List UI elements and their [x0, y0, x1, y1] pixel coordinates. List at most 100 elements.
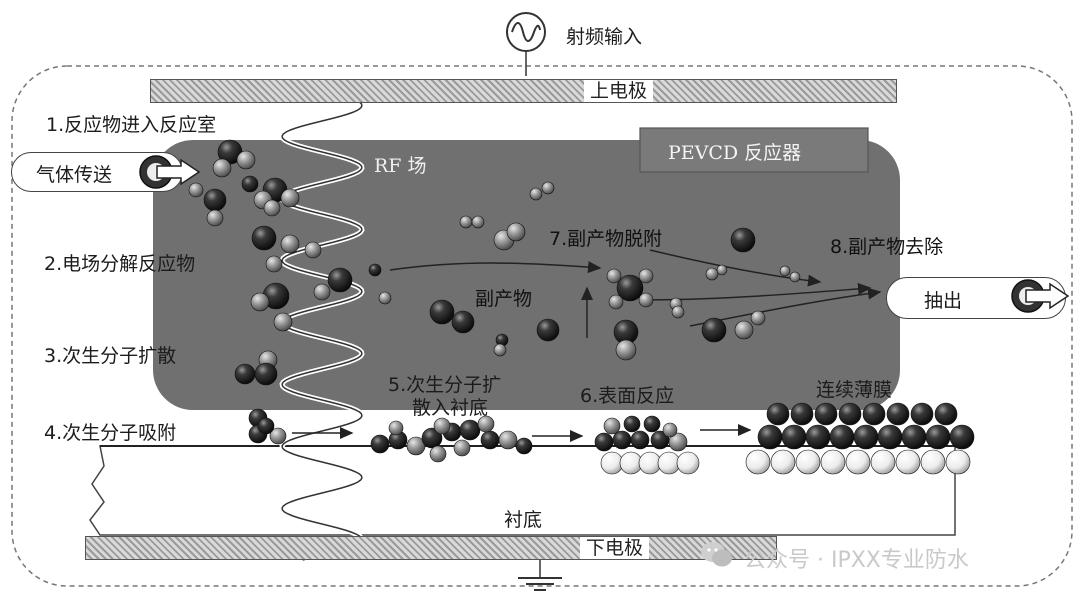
substrate-atom: [870, 449, 896, 475]
reacting-molecule: [623, 415, 641, 433]
step-1-label: 1.反应物进入反应室: [46, 114, 217, 136]
film-molecule: [934, 402, 958, 426]
gas-molecule: [779, 265, 791, 277]
film-molecule: [886, 402, 910, 426]
gas-molecule: [701, 317, 727, 343]
film-molecule: [862, 402, 886, 426]
step-6-label: 6.表面反应: [580, 385, 675, 407]
gas-molecule: [705, 267, 719, 281]
film-molecule: [814, 402, 838, 426]
gas-molecule: [212, 158, 232, 178]
gas-molecule: [616, 274, 644, 302]
film-molecule: [781, 424, 807, 450]
gas-molecule: [606, 268, 622, 284]
film-molecule: [901, 424, 927, 450]
substrate-atom: [770, 449, 796, 475]
reacting-molecule: [612, 430, 632, 450]
gas-molecule: [730, 227, 756, 253]
gas-molecule: [536, 318, 560, 342]
exhaust-label: 抽出: [924, 290, 963, 312]
diffusing-molecule: [388, 420, 404, 436]
continuous-film-label: 连续薄膜: [816, 379, 893, 401]
rf-field-label: RF 场: [374, 155, 427, 177]
substrate-atom: [895, 449, 921, 475]
gas-molecule: [234, 363, 256, 385]
substrate-label: 衬底: [504, 509, 543, 531]
top-electrode: [150, 79, 897, 103]
step-3-label: 3.次生分子扩散: [44, 345, 177, 367]
film-molecule: [877, 424, 903, 450]
gas-molecule: [188, 182, 204, 198]
gas-molecule: [734, 320, 754, 340]
film-molecule: [829, 424, 855, 450]
diffusing-molecule: [515, 437, 533, 455]
gas-inlet-label: 气体传送: [36, 164, 113, 186]
diffusing-molecule: [459, 419, 481, 441]
step-5-label-line1: 5.次生分子扩: [388, 374, 502, 396]
reacting-molecule: [662, 422, 678, 438]
step-8-label: 8.副产物去除: [830, 236, 944, 258]
gas-molecule: [203, 188, 227, 212]
reacting-molecule: [603, 417, 621, 435]
diffusing-molecule: [429, 445, 447, 463]
bottom-electrode: [85, 536, 777, 560]
top-electrode-label: 上电极: [584, 80, 654, 102]
gas-molecule: [254, 362, 278, 386]
diffusing-molecule: [498, 430, 518, 450]
gas-molecule: [251, 225, 277, 251]
rf-input-label: 射频输入: [566, 26, 643, 48]
step-5-label-line2: 散入衬底: [412, 397, 489, 419]
gas-molecule: [493, 343, 507, 357]
gas-molecule: [529, 187, 543, 201]
exhaust-arrow-icon: [1011, 279, 1070, 313]
gas-molecule: [541, 181, 555, 195]
wechat-icon: [701, 542, 732, 567]
diffusing-molecule: [433, 417, 451, 435]
gas-molecule: [265, 255, 283, 273]
step-4-label: 4.次生分子吸附: [44, 422, 177, 444]
diffusing-molecule: [370, 434, 390, 454]
gas-molecule: [368, 263, 382, 277]
byproduct-label: 副产物: [475, 288, 533, 310]
diffusing-molecule: [480, 430, 500, 450]
gas-molecule: [429, 299, 455, 325]
step-7-label: 7.副产物脱附: [549, 228, 663, 250]
substrate-atom: [920, 449, 946, 475]
substrate-atom: [845, 449, 871, 475]
substrate-atom: [676, 451, 700, 475]
reacting-molecule: [594, 432, 614, 452]
reacting-molecule: [643, 415, 661, 433]
gas-molecule: [280, 234, 300, 254]
film-molecule: [853, 424, 879, 450]
gas-molecule: [671, 305, 685, 319]
gas-molecule: [471, 215, 485, 229]
gas-molecule: [638, 268, 654, 284]
gas-molecule: [378, 291, 392, 305]
gas-molecule: [789, 271, 801, 283]
gas-molecule: [304, 241, 322, 259]
gas-molecule: [250, 292, 270, 312]
diffusing-molecule: [406, 436, 426, 456]
gas-molecule: [263, 199, 281, 217]
gas-molecule: [236, 150, 256, 170]
film-molecule: [925, 424, 951, 450]
film-molecule: [949, 424, 975, 450]
reacting-molecule: [630, 430, 650, 450]
film-molecule: [766, 402, 790, 426]
gas-molecule: [615, 339, 637, 361]
diffusing-molecule: [421, 427, 443, 449]
gas-molecule: [206, 209, 224, 227]
gas-molecule: [313, 283, 331, 301]
substrate-atom: [820, 449, 846, 475]
bottom-electrode-label: 下电极: [580, 537, 650, 559]
step-2-label: 2.电场分解反应物: [44, 253, 196, 275]
substrate-atom: [795, 449, 821, 475]
gas-molecule: [451, 310, 475, 334]
chamber-outline: [11, 65, 1073, 587]
reactor-label: PEVCD 反应器: [668, 142, 802, 164]
film-molecule: [838, 402, 862, 426]
film-molecule: [910, 402, 934, 426]
gas-molecule: [459, 215, 473, 229]
adsorbed-molecule: [269, 427, 287, 445]
